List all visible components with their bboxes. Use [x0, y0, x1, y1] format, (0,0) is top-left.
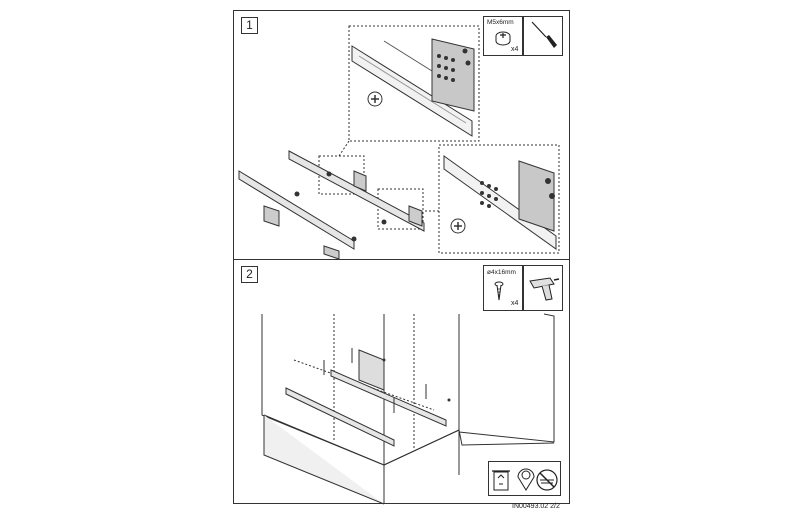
- step-1-panel: 1 M5x6mm x4: [233, 10, 570, 260]
- pan-head-screw-icon: [495, 31, 511, 46]
- wood-screw-icon: [494, 281, 504, 301]
- environment-icons-box: [488, 461, 561, 496]
- tool-box: [523, 265, 563, 311]
- hardware-box-screws: M5x6mm x4: [483, 16, 523, 56]
- screwdriver-icon: [531, 21, 557, 48]
- screw-size-label: M5x6mm: [487, 19, 514, 26]
- recycle-bin-icon: [492, 470, 510, 491]
- environment-icons: [492, 468, 558, 491]
- screw-quantity: x4: [511, 46, 519, 53]
- no-wet-cleaning-icon: [536, 469, 558, 491]
- cabinet-installation-illustration: [261, 313, 555, 505]
- instruction-sheet: 1 M5x6mm x4: [233, 10, 570, 510]
- screw-quantity: x4: [511, 300, 519, 307]
- step-number: 2: [241, 266, 258, 283]
- recycle-location-icon: [517, 468, 535, 491]
- screw-size-label: ø4x16mm: [487, 269, 516, 276]
- slide-mounting-illustration: [238, 25, 560, 260]
- hardware-box-screws: ø4x16mm x4: [483, 265, 523, 311]
- tool-box: [523, 16, 563, 56]
- cordless-drill-icon: [529, 277, 560, 301]
- document-id: IN00493.02 2/2: [512, 503, 560, 510]
- step-2-panel: 2 ø4x16mm x4: [233, 260, 570, 505]
- step-number: 1: [241, 17, 258, 34]
